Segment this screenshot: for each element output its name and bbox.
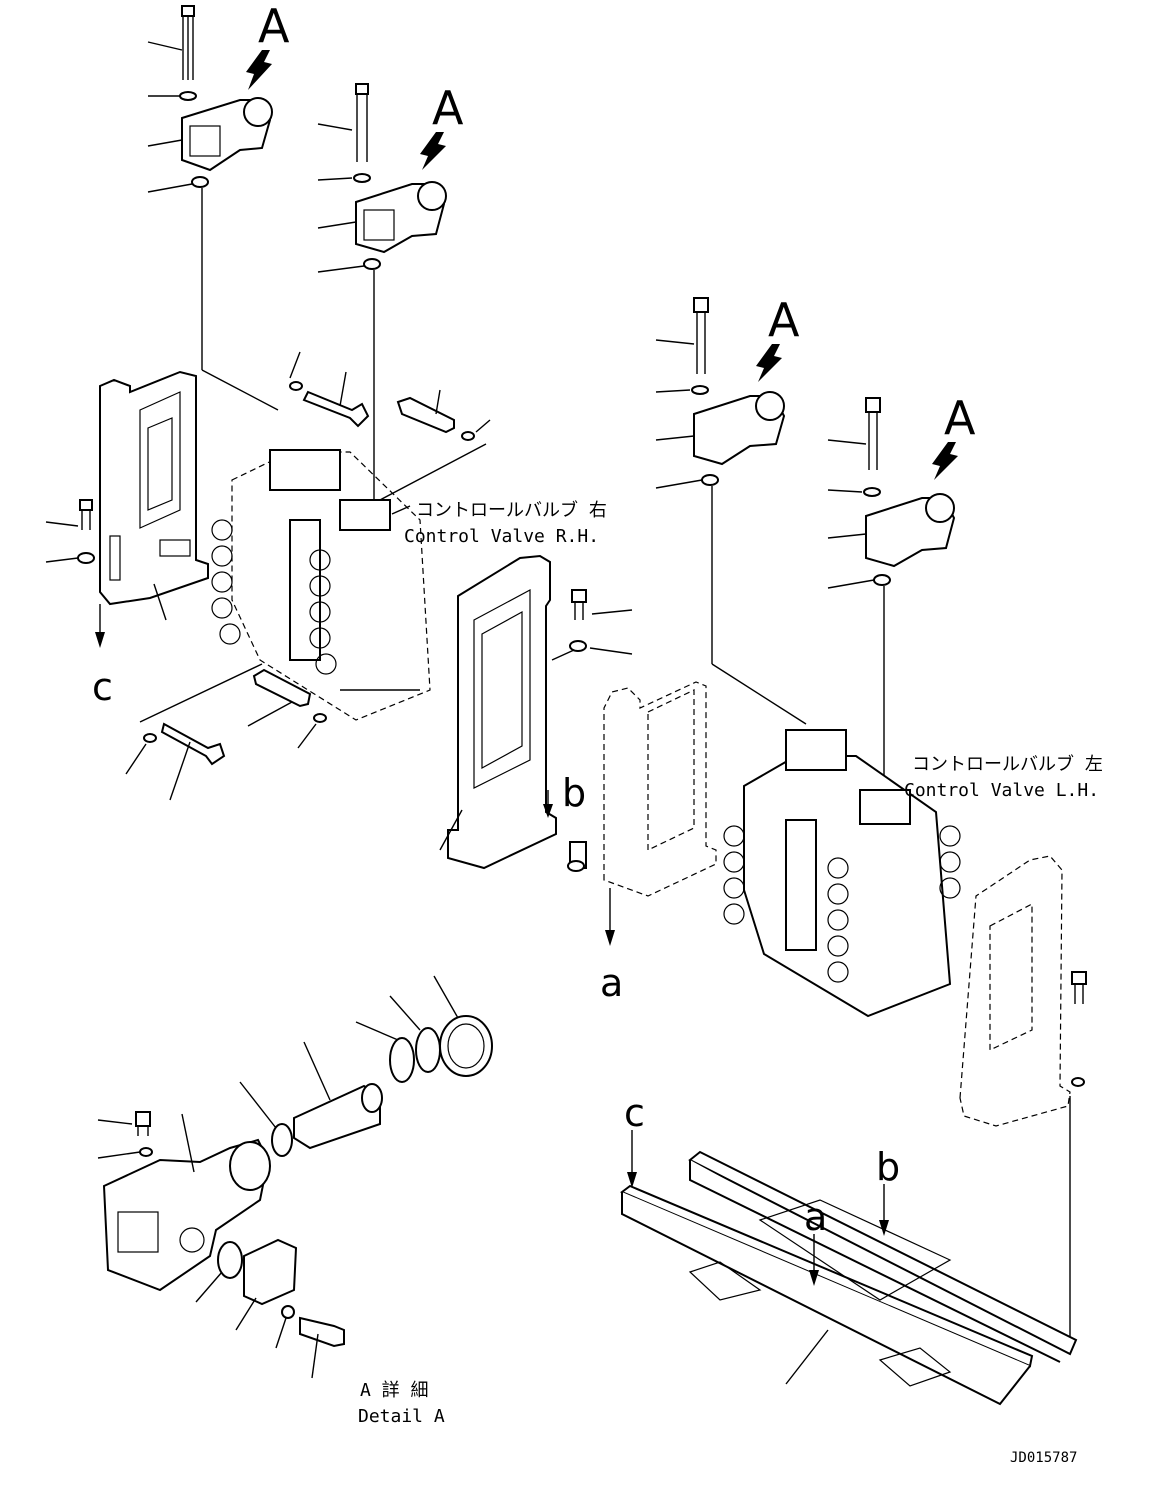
ref-a-label-frame: a bbox=[804, 1195, 827, 1239]
ref-c-label-frame: c bbox=[624, 1091, 645, 1135]
cv-lh-label-jp: コントロールバルブ 左 bbox=[912, 753, 1103, 775]
drawing-number: JD015787 bbox=[1010, 1450, 1077, 1466]
view-arrow-3 bbox=[756, 344, 782, 382]
ref-b-label-center: b bbox=[562, 771, 586, 815]
view-arrow-1 bbox=[246, 50, 272, 90]
frame-rails bbox=[620, 1130, 1078, 1406]
ref-b-label-frame: b bbox=[876, 1145, 900, 1189]
view-marker-a-2: A bbox=[432, 81, 464, 135]
ref-a-label-mid: a bbox=[600, 961, 623, 1005]
bracket-rh-left bbox=[45, 370, 209, 648]
bracket-lh-right bbox=[959, 855, 1087, 1344]
view-marker-a-1: A bbox=[258, 0, 290, 53]
detail-a-label-en: Detail A bbox=[358, 1406, 445, 1427]
control-valve-rh bbox=[211, 449, 431, 721]
view-marker-a-3: A bbox=[768, 293, 800, 347]
solenoid-assembly-2 bbox=[317, 83, 447, 500]
ref-c-label-left: c bbox=[92, 665, 113, 709]
solenoid-assembly-4 bbox=[827, 397, 956, 820]
view-arrow-2 bbox=[420, 132, 446, 170]
view-marker-a-4: A bbox=[944, 391, 976, 445]
cv-rh-label-en: Control Valve R.H. bbox=[404, 526, 599, 547]
detail-a-exploded bbox=[97, 975, 493, 1379]
bracket-center bbox=[439, 554, 633, 870]
solenoid-assembly-1 bbox=[147, 5, 279, 411]
cv-lh-label-en: Control Valve L.H. bbox=[904, 780, 1099, 801]
view-arrow-4 bbox=[932, 442, 958, 480]
bracket-lh-dashed bbox=[567, 681, 717, 946]
detail-a-label-jp: A 詳 細 bbox=[360, 1380, 429, 1401]
solenoid-assembly-3 bbox=[655, 297, 807, 725]
rh-bolts bbox=[125, 351, 491, 801]
control-valve-lh bbox=[723, 729, 961, 1018]
cv-rh-label-jp: コントロールバルブ 右 bbox=[416, 499, 607, 521]
